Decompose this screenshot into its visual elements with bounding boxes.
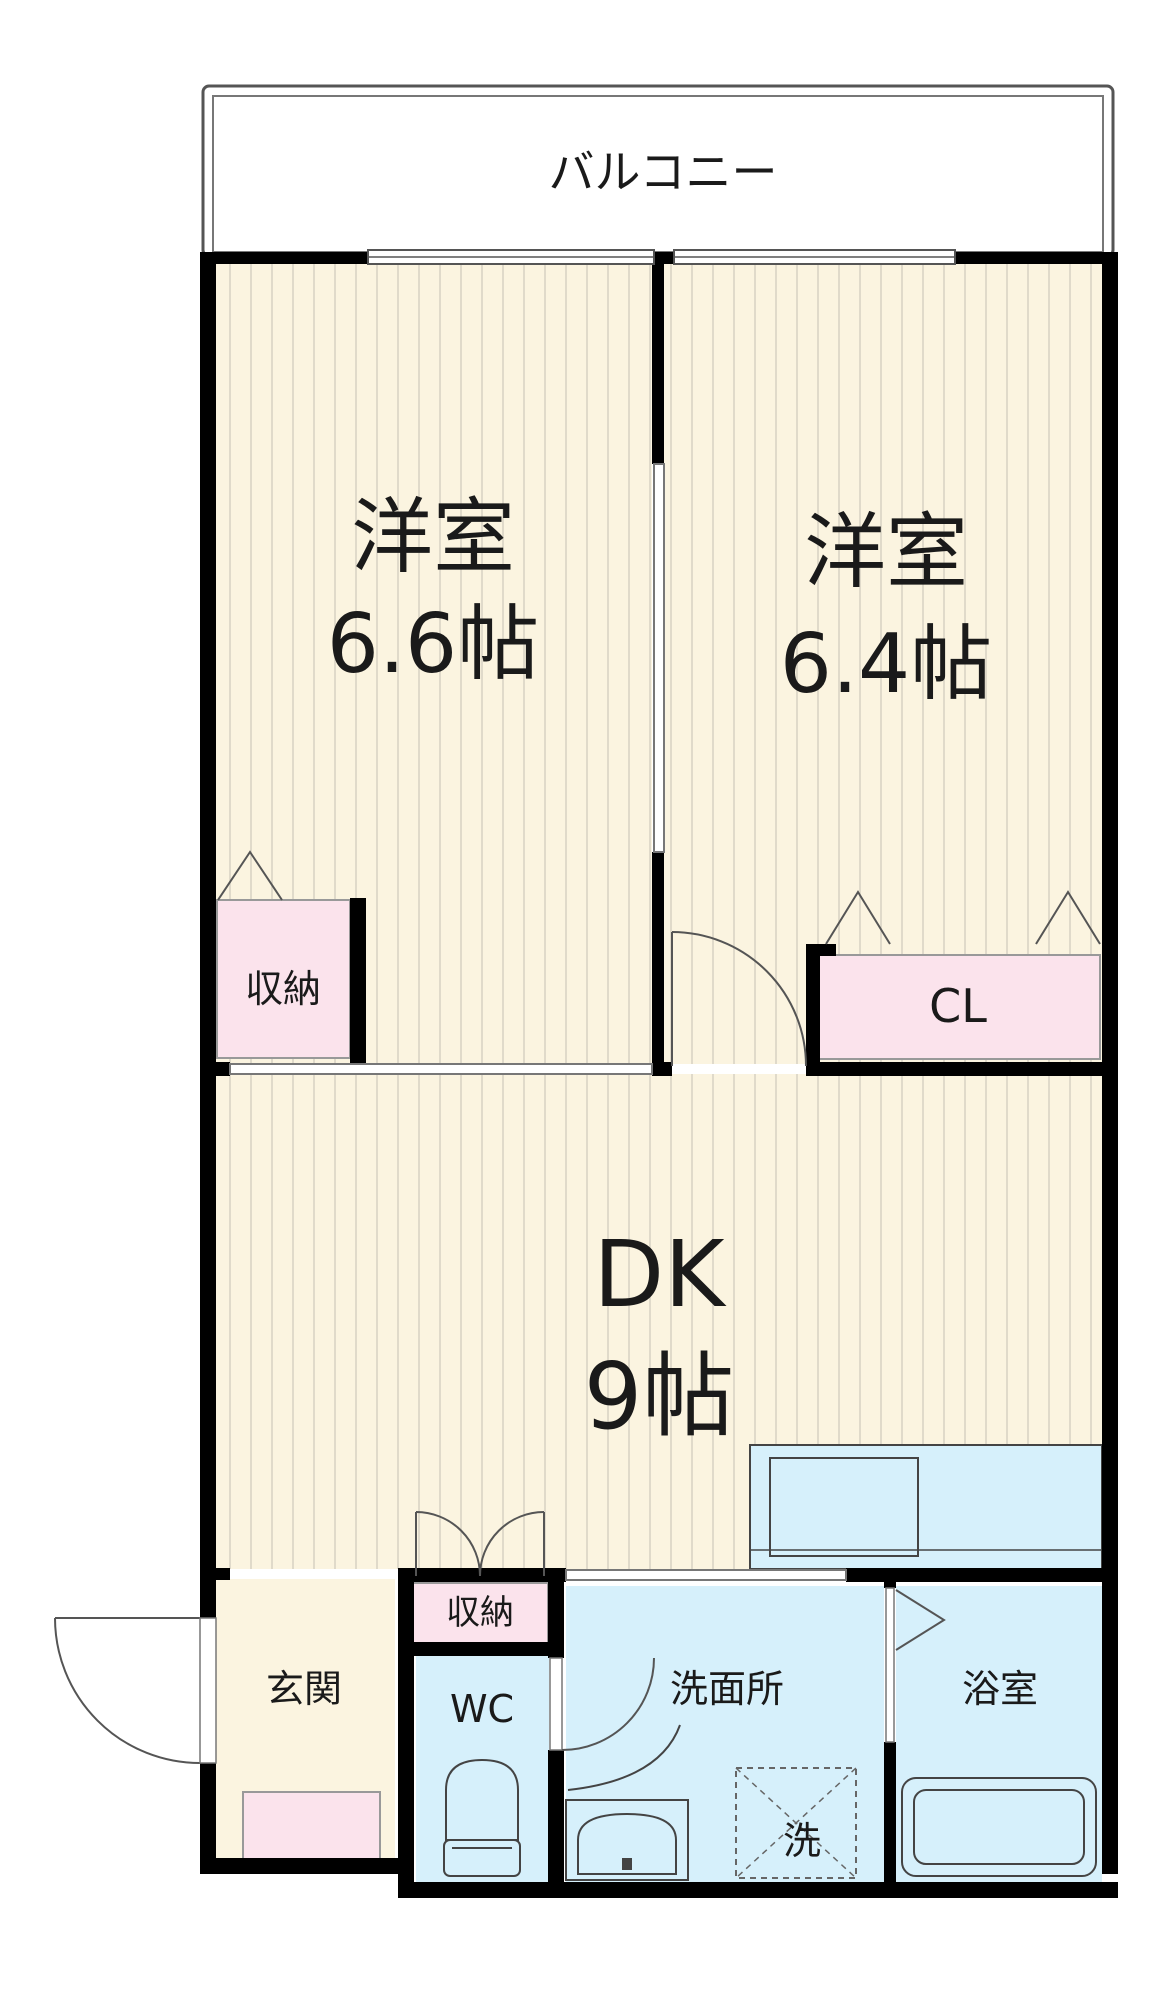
washroom-leader-line — [567, 1724, 681, 1791]
kitchen-sink — [769, 1457, 919, 1557]
sliding-door-dk — [229, 1063, 653, 1075]
storage-left — [216, 899, 351, 1059]
room-left-size: 6.6帖 — [327, 597, 539, 692]
room-left-name: 洋室 — [351, 490, 515, 585]
wc-door-swing — [561, 1657, 655, 1751]
balcony-label: バルコニー — [548, 145, 777, 199]
shoe-box — [242, 1791, 381, 1868]
room-right-size: 6.4帖 — [780, 617, 992, 712]
wc-label: WC — [450, 1687, 514, 1731]
dk-size: 9帖 — [584, 1343, 735, 1450]
entrance-label: 玄関 — [266, 1667, 342, 1711]
washer-label: 洗 — [783, 1819, 821, 1863]
storage-left-label: 収納 — [245, 967, 321, 1011]
storage-small-label: 収納 — [446, 1593, 514, 1633]
door-swing-right-room — [671, 931, 807, 1067]
room-right-name: 洋室 — [804, 505, 968, 600]
walls — [200, 252, 1118, 1898]
western-room-right-floor — [664, 262, 1102, 1064]
washroom-sliding-door — [565, 1569, 847, 1581]
sliding-partition — [653, 463, 665, 853]
bathtub — [901, 1777, 1097, 1877]
bathroom-label: 浴室 — [962, 1667, 1038, 1711]
double-door-swing — [415, 1511, 545, 1577]
entrance-door-swing — [54, 1617, 201, 1764]
washer-space — [735, 1767, 857, 1879]
bath-door-mark — [895, 1589, 946, 1651]
closet — [815, 954, 1101, 1060]
dk-name: DK — [593, 1221, 727, 1328]
folding-door-marks — [217, 850, 1101, 945]
washroom-label: 洗面所 — [670, 1667, 784, 1711]
closet-label: CL — [929, 979, 987, 1033]
storage-small — [411, 1582, 549, 1644]
toilet — [443, 1758, 521, 1877]
